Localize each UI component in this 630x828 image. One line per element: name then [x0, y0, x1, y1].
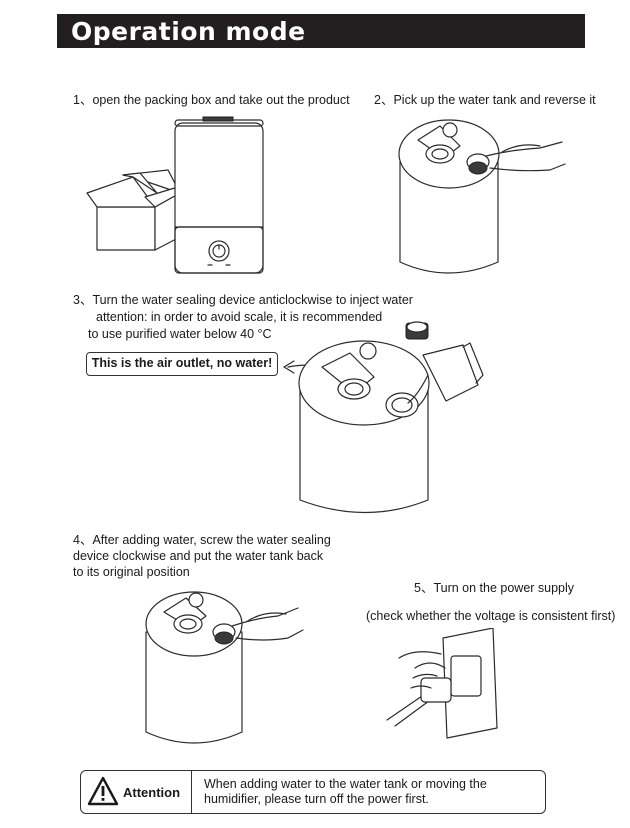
step-5-line-1: 5、Turn on the power supply — [414, 581, 575, 595]
air-outlet-callout: This is the air outlet, no water! — [86, 352, 278, 376]
warning-triangle-icon — [87, 776, 119, 806]
attention-line-1: When adding water to the water tank or m… — [204, 777, 487, 791]
attention-text: When adding water to the water tank or m… — [204, 777, 487, 807]
attention-box: Attention When adding water to the water… — [80, 770, 546, 814]
step-1-illustration — [86, 116, 264, 274]
step-4-illustration — [145, 591, 304, 744]
step-1-text: 1、open the packing box and take out the … — [73, 93, 350, 107]
header-bar: Operation mode — [57, 14, 585, 48]
step-2-text: 2、Pick up the water tank and reverse it — [374, 93, 596, 107]
step-3-line-1: 3、Turn the water sealing device anticloc… — [73, 293, 413, 307]
step-5-line-2: (check whether the voltage is consistent… — [366, 609, 616, 623]
step-3-line-3: to use purified water below 40 °C — [88, 327, 272, 341]
step-3-line-2: attention: in order to avoid scale, it i… — [96, 310, 383, 324]
attention-line-2: humidifier, please turn off the power fi… — [204, 792, 429, 806]
step-5-illustration — [386, 628, 498, 739]
step-3-illustration — [283, 321, 484, 514]
attention-label: Attention — [123, 785, 181, 800]
step-4-line-1: 4、After adding water, screw the water se… — [73, 533, 331, 547]
attention-label-cell: Attention — [81, 771, 192, 813]
step-2-illustration — [398, 119, 566, 274]
step-4-line-3: to its original position — [73, 565, 190, 579]
step-4-line-2: device clockwise and put the water tank … — [73, 549, 324, 563]
page-title: Operation mode — [71, 17, 306, 46]
